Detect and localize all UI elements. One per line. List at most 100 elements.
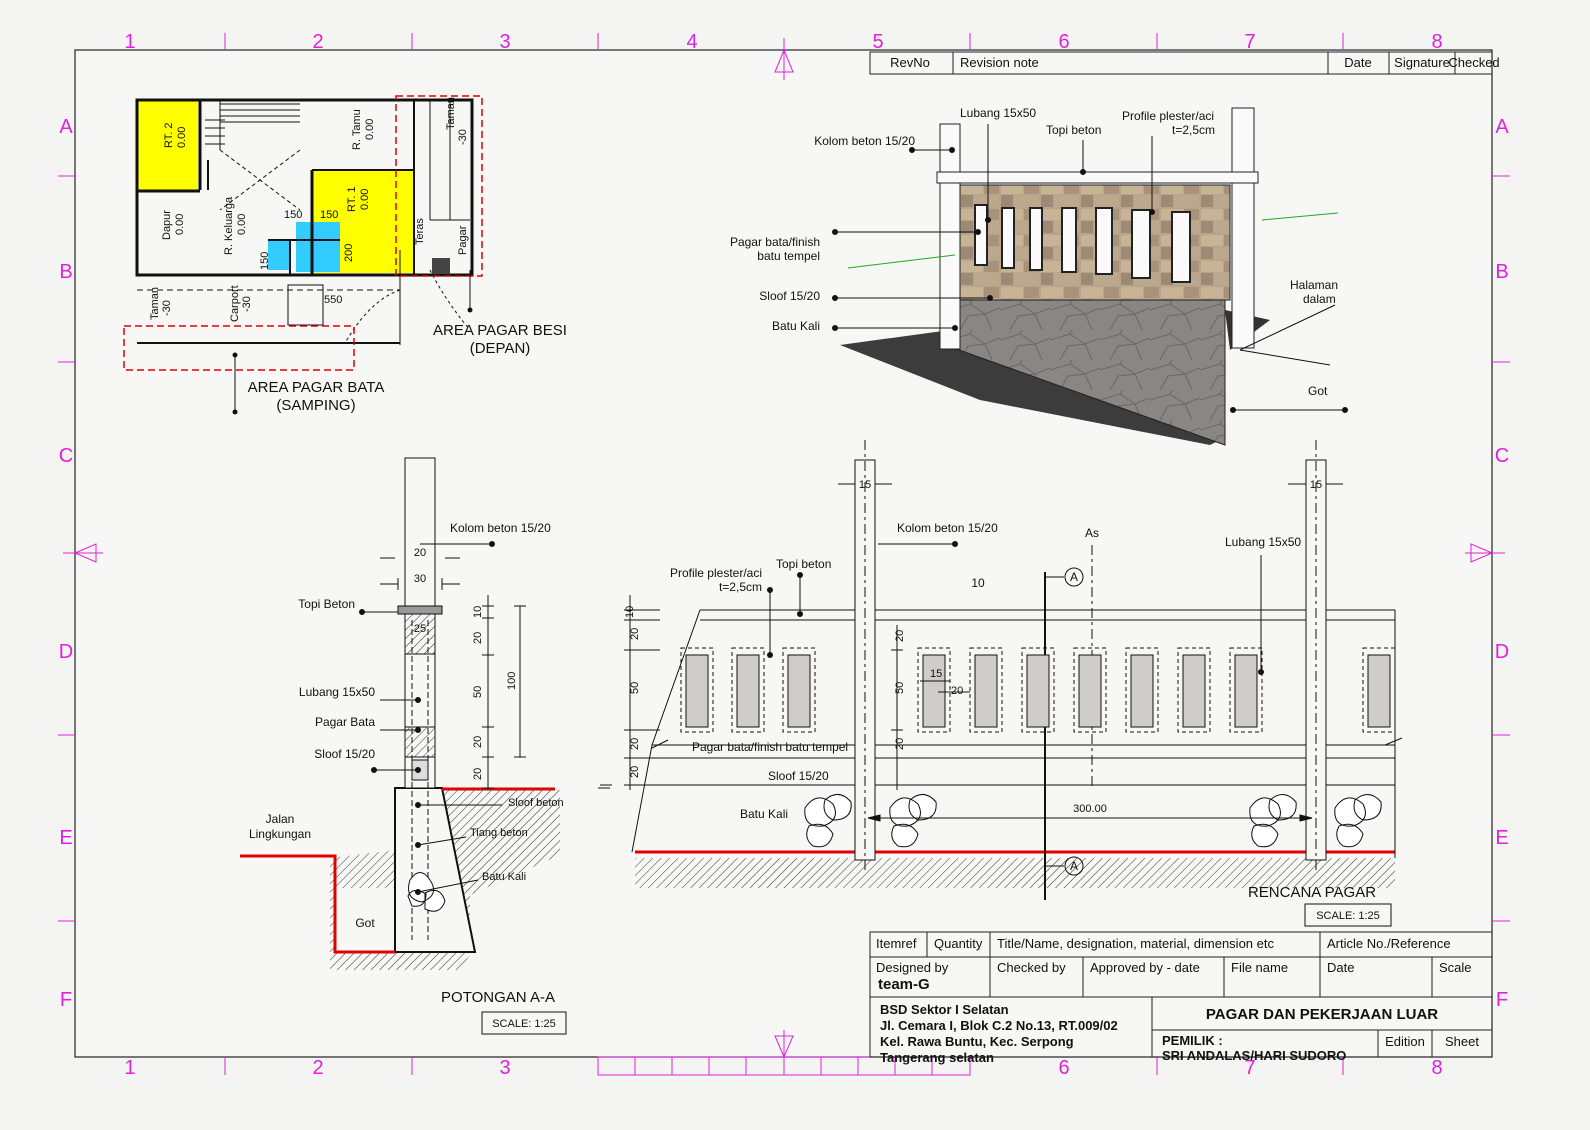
frame-grid (58, 33, 1510, 1076)
area-iron-label: AREA PAGAR BESI (433, 322, 567, 339)
room-label: Pagar (457, 225, 469, 255)
lubang-frame (917, 647, 951, 733)
persp-sloof: Sloof 15/20 (759, 289, 820, 303)
tb-edition: Edition (1385, 1034, 1425, 1049)
perspective-leaders (832, 124, 1348, 413)
elevation-openings (680, 647, 1396, 733)
section-mark-a-bottom (1064, 856, 1084, 876)
col-label: 7 (1244, 31, 1255, 53)
revision-block (869, 51, 1493, 75)
tb-checked: Checked by (997, 960, 1066, 975)
row-label: A (59, 116, 73, 138)
elev-batu: Batu Kali (740, 807, 788, 821)
plan-dim: 200 (343, 244, 355, 262)
col-label: 8 (1431, 1057, 1442, 1079)
elev-kolom: Kolom beton 15/20 (897, 521, 998, 535)
col-label: 6 (1058, 1057, 1069, 1079)
room-label: R. Tamu (351, 109, 363, 150)
area-iron-label-sub: (DEPAN) (470, 340, 531, 357)
elev-sloof: Sloof 15/20 (768, 769, 829, 783)
sec-dim: 10 (472, 606, 484, 618)
frame-grid-labels: 1 2 3 4 5 6 7 8 1 2 3 6 7 8 A B C D E F … (59, 31, 1510, 1079)
lubang-opening (1234, 654, 1258, 728)
lubang-frame (1125, 647, 1159, 733)
lubang-frame (1362, 647, 1396, 733)
persp-lubang: Lubang 15x50 (960, 106, 1036, 120)
row-label: E (1495, 827, 1508, 849)
elevation-dims (624, 483, 1343, 822)
tb-filename: File name (1231, 960, 1288, 975)
row-label: E (59, 827, 72, 849)
elev-dim: 50 (629, 682, 641, 694)
persp-batu: Batu Kali (772, 319, 820, 333)
sec-batu-kali: Batu Kali (482, 871, 526, 883)
room-label: 0.00 (364, 119, 376, 140)
room-label: 0.00 (236, 214, 248, 235)
lubang-frame (1177, 647, 1211, 733)
lubang-opening (685, 654, 709, 728)
plan-dim: 150 (259, 252, 271, 270)
room-label: Taman (445, 97, 457, 130)
lubang-frame (1021, 647, 1055, 733)
elev-topi: Topi beton (776, 557, 831, 571)
elev-dim: 15 (930, 668, 942, 680)
floor-plan: RT. 2 0.00 R. Tamu 0.00 Dapur 0.00 R. Ke… (123, 95, 483, 371)
elevation-stones (804, 794, 1382, 848)
elev-lubang: Lubang 15x50 (1225, 535, 1301, 549)
col-label: 5 (872, 31, 883, 53)
sec-dim: 20 (472, 768, 484, 780)
plan-dim: 550 (324, 294, 342, 306)
elev-dim: 50 (894, 682, 906, 694)
rev-header: Date (1344, 55, 1371, 70)
elevation-view (600, 440, 1403, 900)
lubang-opening (1026, 654, 1050, 728)
elev-as: As (1085, 526, 1099, 540)
elev-dim: 20 (951, 685, 963, 697)
elevation-title: RENCANA PAGAR (1248, 884, 1376, 901)
room-label: RT. 2 (163, 123, 175, 148)
rev-header: Signature (1394, 55, 1450, 70)
lubang-opening (736, 654, 760, 728)
room-label: Dapur (161, 210, 173, 240)
row-label: F (1496, 989, 1508, 1011)
tb-address: BSD Sektor I Selatan (880, 1002, 1009, 1017)
elev-profile: Profile plester/aci (670, 566, 762, 580)
sec-topi: Topi Beton (298, 597, 355, 611)
room-label: -30 (161, 300, 173, 316)
tb-sheet: Sheet (1445, 1034, 1479, 1049)
tb-header: Title/Name, designation, material, dimen… (997, 936, 1274, 951)
persp-got: Got (1308, 384, 1328, 398)
row-label: C (59, 445, 73, 467)
lubang-opening (1130, 654, 1154, 728)
area-brick-label: AREA PAGAR BATA (248, 379, 385, 396)
section-mark-label: A (1070, 570, 1078, 584)
elev-dim: 20 (629, 628, 641, 640)
sec-pagar: Pagar Bata (315, 715, 375, 729)
sec-dim: 20 (472, 632, 484, 644)
row-label: A (1495, 116, 1509, 138)
row-label: D (1495, 641, 1509, 663)
elev-dim: 20 (894, 630, 906, 642)
elev-dim: 300.00 (1073, 803, 1107, 815)
col-label: 2 (312, 1057, 323, 1079)
tb-approved: Approved by - date (1090, 960, 1200, 975)
section-mark-label: A (1070, 859, 1078, 873)
tb-header: Article No./Reference (1327, 936, 1451, 951)
lubang-frame (1073, 647, 1107, 733)
sec-dim: 100 (506, 672, 518, 690)
room-label: -30 (241, 296, 253, 312)
sec-dim: 30 (414, 573, 426, 585)
sec-got: Got (355, 916, 375, 930)
persp-kolom: Kolom beton 15/20 (814, 134, 915, 148)
room-label: R. Keluarga (223, 196, 235, 255)
row-label: D (59, 641, 73, 663)
tb-designed-by: team-G (878, 976, 930, 993)
col-label: 4 (686, 31, 697, 53)
section-mark-a-top (1064, 567, 1084, 587)
sec-jalan-2: Lingkungan (249, 827, 311, 841)
tb-header: Quantity (934, 936, 983, 951)
lubang-frame (680, 647, 714, 733)
sec-dim: 20 (472, 736, 484, 748)
room-label: 0.00 (174, 214, 186, 235)
